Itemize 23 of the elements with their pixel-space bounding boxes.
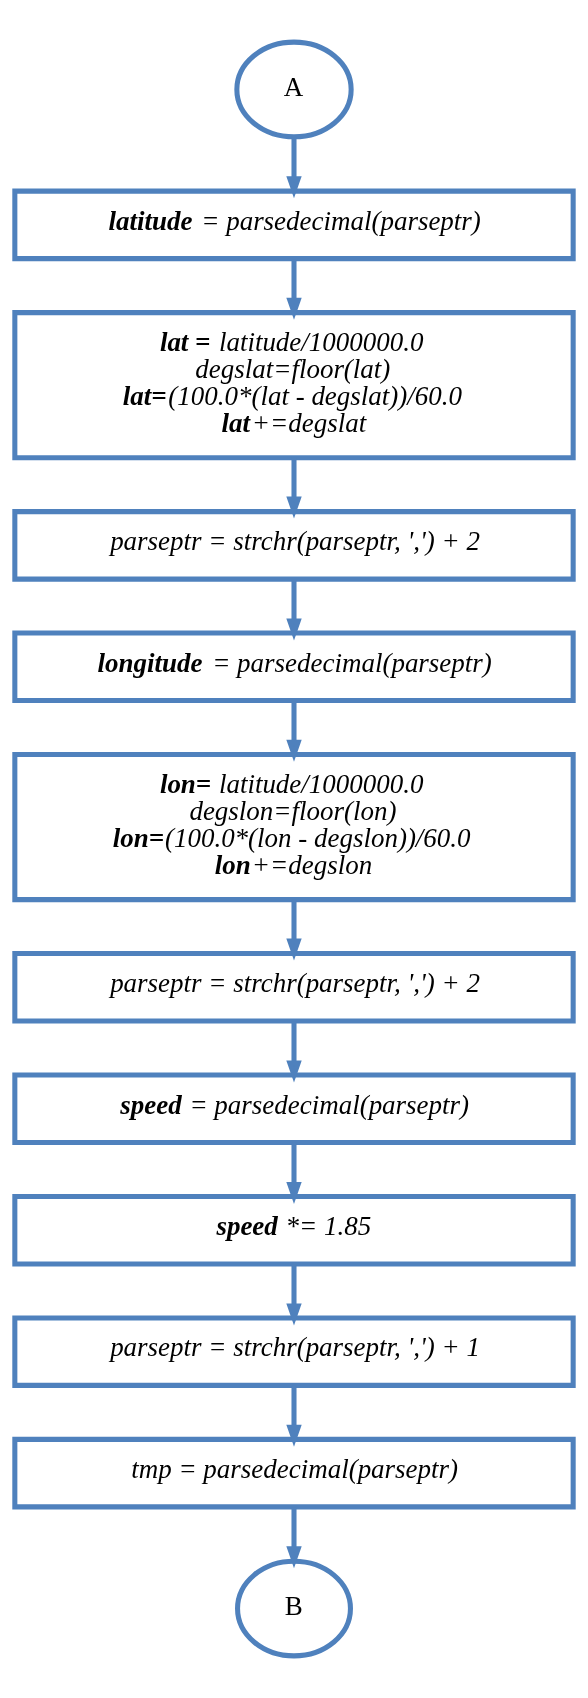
arrow <box>286 1507 302 1569</box>
node-box: lon= latitude/1000000.0 degslon=floor(lon) lon=(100.0*(lon - degslon))/60.0 lon+=degslon <box>12 752 576 903</box>
arrow <box>286 137 302 199</box>
node-ellipse: A <box>234 39 354 140</box>
node-box: speed *= 1.85 <box>12 1193 576 1267</box>
node-box: parseptr = strchr(parseptr, ',') + 2 <box>12 509 576 582</box>
arrow <box>286 1385 302 1447</box>
node-box: lat = latitude/1000000.0 degslat=floor(lat) lat=(100.0*(lat - degslat))/60.0 lat+=degslat <box>12 310 576 461</box>
node-box: latitude = parsedecimal(parseptr) <box>12 188 576 262</box>
node-box: parseptr = strchr(parseptr, ',') + 2 <box>12 951 576 1024</box>
node-box: parseptr = strchr(parseptr, ',') + 1 <box>12 1315 576 1388</box>
arrow <box>286 259 302 320</box>
arrow <box>286 1142 302 1204</box>
arrow <box>286 899 302 961</box>
arrow <box>286 579 302 641</box>
arrow <box>286 701 302 762</box>
node-ellipse: B <box>235 1558 353 1659</box>
arrow <box>286 1021 302 1083</box>
arrow <box>286 1264 302 1326</box>
node-box: speed = parsedecimal(parseptr) <box>12 1072 576 1146</box>
node-box: longitude = parsedecimal(parseptr) <box>12 630 576 704</box>
arrow <box>286 457 302 519</box>
node-box: tmp = parsedecimal(parseptr) <box>12 1436 576 1510</box>
